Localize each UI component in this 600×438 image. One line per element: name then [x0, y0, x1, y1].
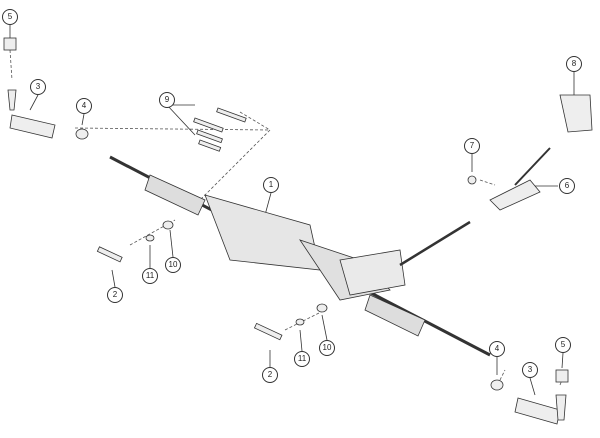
callout-3: 3 — [522, 362, 538, 378]
tie-rod-end-left — [3, 37, 89, 140]
callout-11: 11 — [294, 351, 310, 367]
callout-4: 4 — [489, 341, 505, 357]
callout-8: 8 — [566, 56, 582, 72]
callout-leaders — [9, 25, 575, 396]
callout-7: 7 — [464, 138, 480, 154]
callout-2: 2 — [107, 287, 123, 303]
callout-10: 10 — [165, 257, 181, 273]
leader-lines — [9, 49, 563, 386]
callout-2: 2 — [262, 367, 278, 383]
callout-3: 3 — [30, 79, 46, 95]
fasteners-left — [96, 220, 328, 341]
callout-1: 1 — [263, 177, 279, 193]
right-parts — [467, 94, 593, 425]
callout-6: 6 — [559, 178, 575, 194]
callout-9: 9 — [159, 92, 175, 108]
callout-4: 4 — [76, 98, 92, 114]
steering-rack — [109, 107, 491, 357]
callout-5: 5 — [555, 337, 571, 353]
callout-11: 11 — [142, 268, 158, 284]
callout-5: 5 — [2, 9, 18, 25]
callout-10: 10 — [319, 340, 335, 356]
